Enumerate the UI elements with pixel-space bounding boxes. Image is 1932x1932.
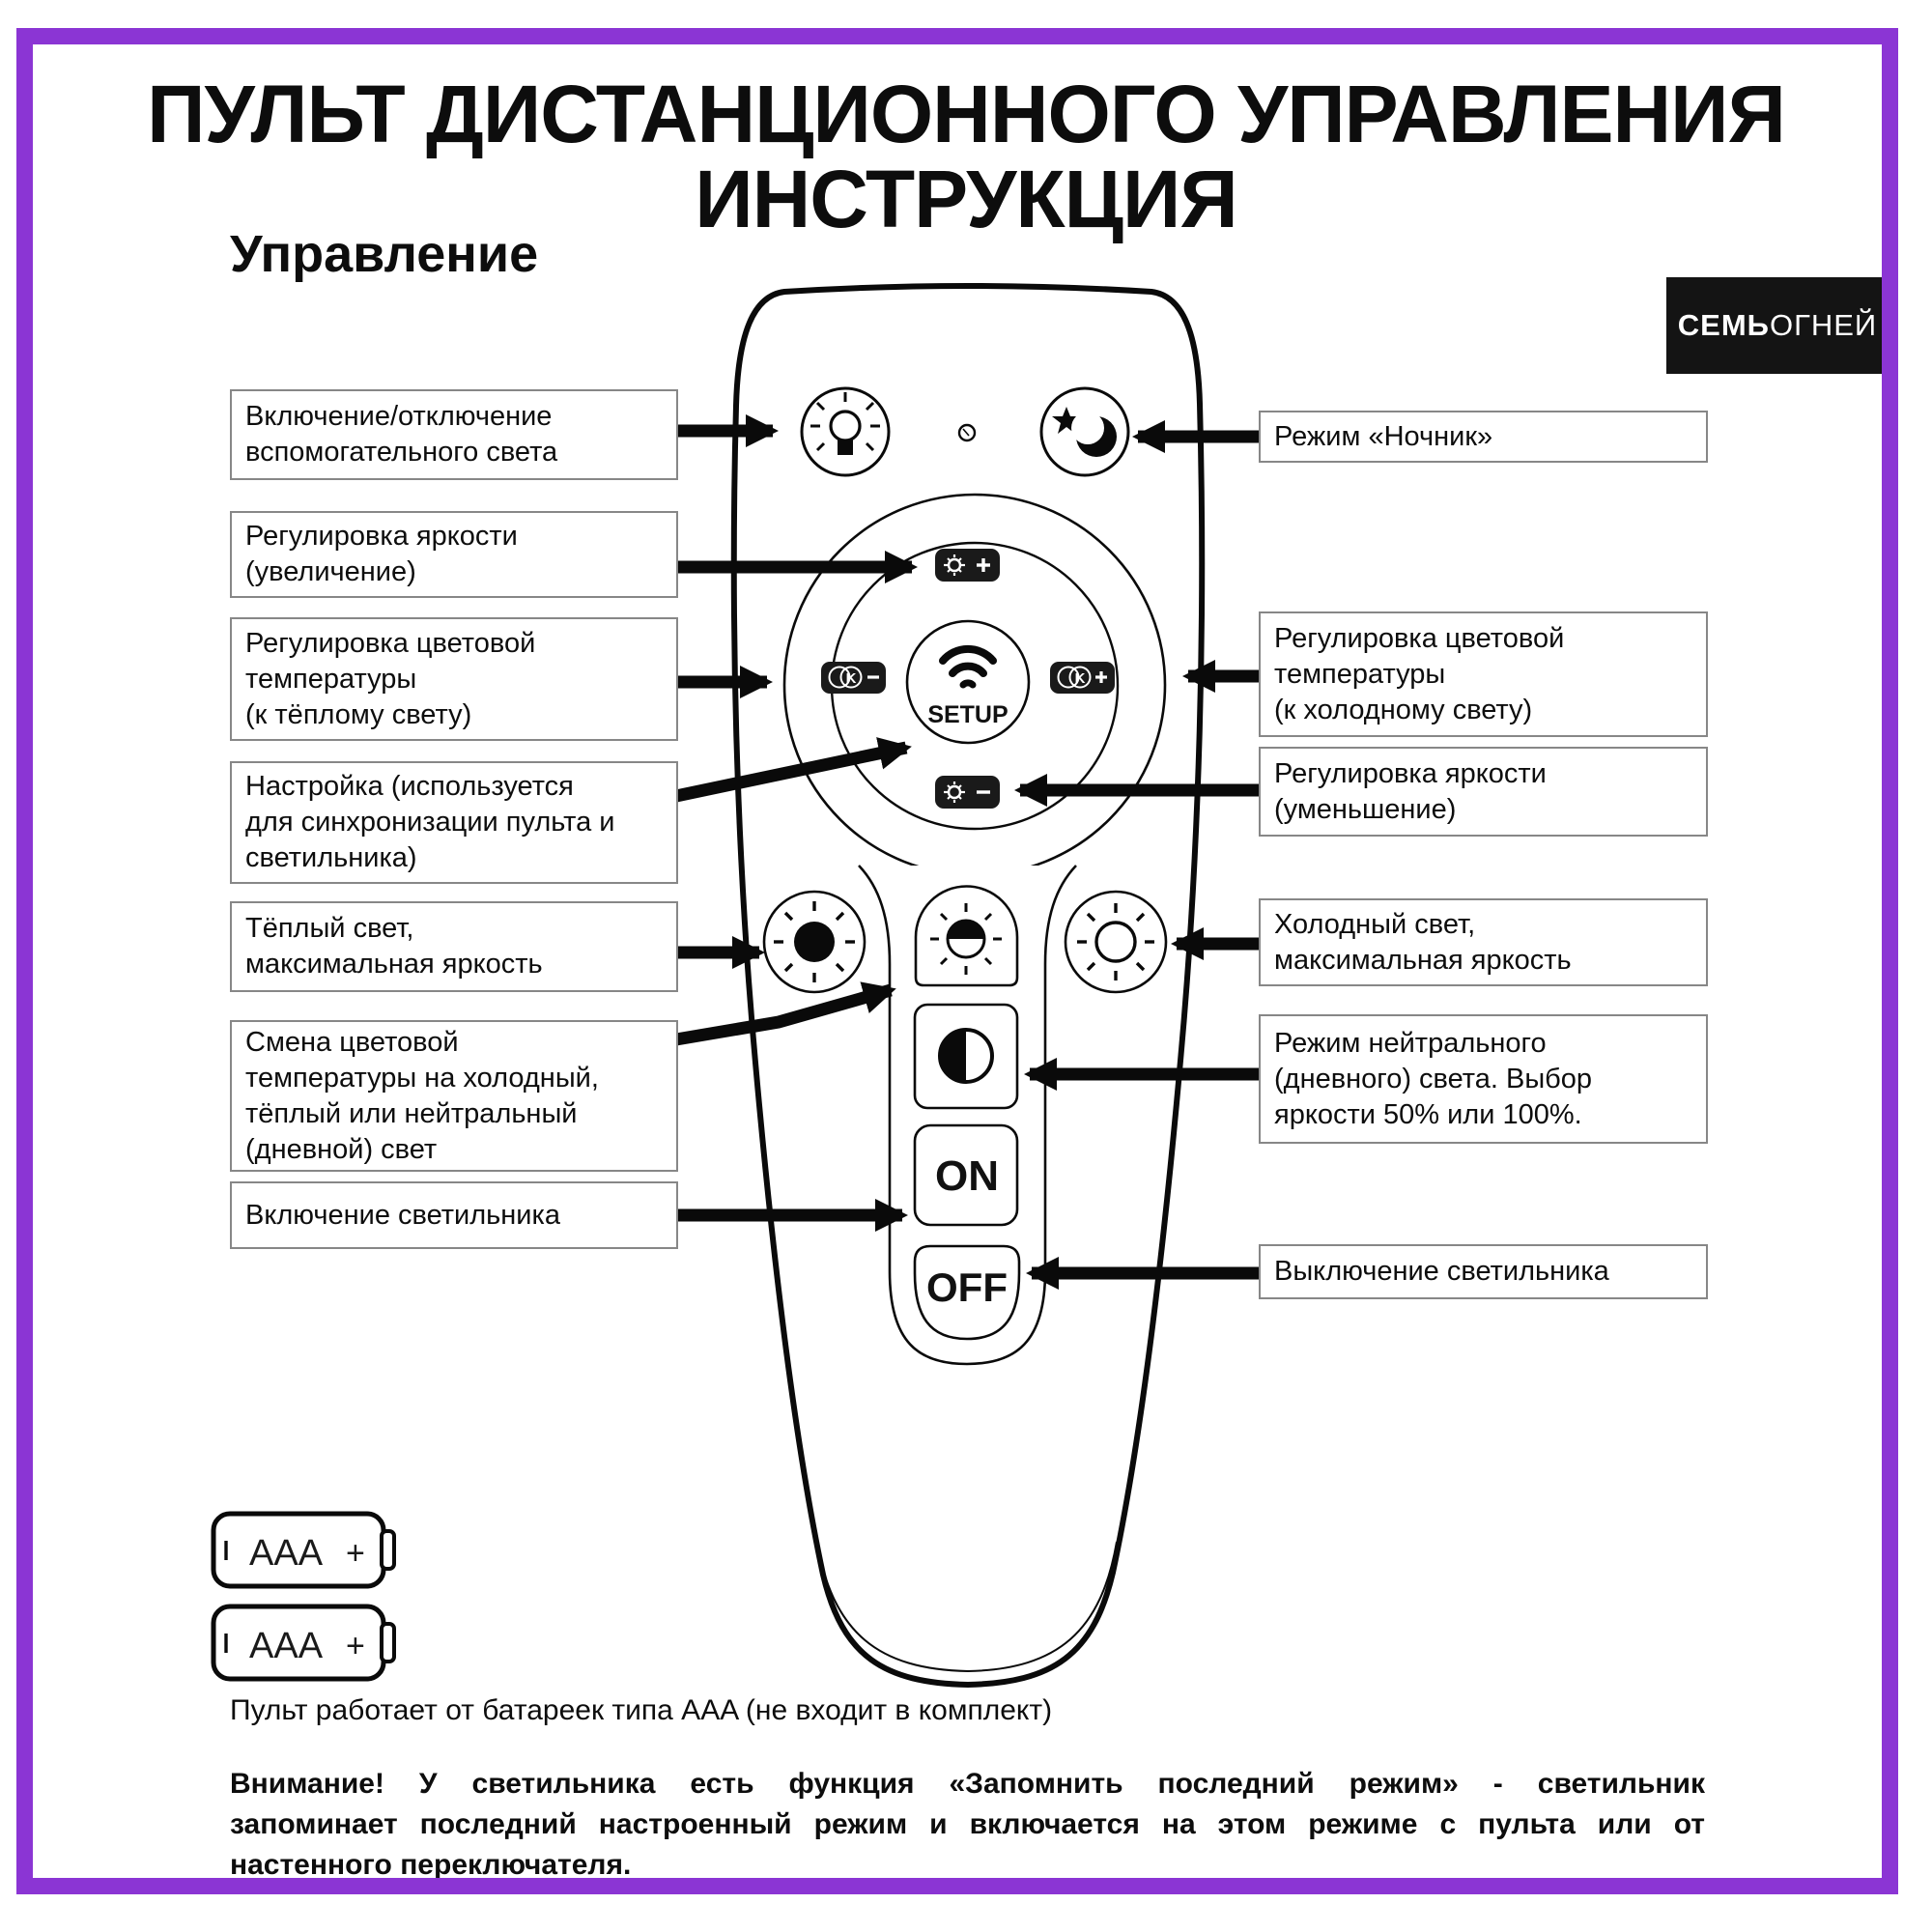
cct-warm-button[interactable]: K bbox=[821, 662, 886, 694]
cct-minus-icon: K bbox=[828, 666, 879, 689]
label-aux-light: Включение/отключение вспомогательного св… bbox=[230, 389, 678, 480]
plus-terminal-mark: + bbox=[346, 1535, 365, 1572]
cct-cold-button[interactable]: K bbox=[1050, 662, 1115, 694]
battery-icon: AAA + bbox=[211, 1604, 396, 1682]
svg-text:K: K bbox=[846, 670, 857, 687]
callout-arrows-left bbox=[674, 414, 918, 1232]
body-accent-line bbox=[816, 1541, 1118, 1673]
label-power-on: Включение светильника bbox=[230, 1181, 678, 1249]
star-moon-icon bbox=[1052, 407, 1117, 457]
brightness-down-button[interactable] bbox=[935, 776, 1000, 809]
on-label: ON bbox=[935, 1152, 999, 1200]
brightness-up-button[interactable] bbox=[935, 549, 1000, 582]
label-power-off: Выключение светильника bbox=[1259, 1244, 1708, 1299]
cct-plus-icon: K bbox=[1057, 666, 1107, 689]
sun-minus-icon bbox=[944, 781, 990, 803]
power-off-button[interactable]: OFF bbox=[913, 1244, 1021, 1341]
label-mode-cycle: Смена цветовой температуры на холодный, … bbox=[230, 1020, 678, 1172]
brand-logo-light: ОГНЕЙ bbox=[1769, 308, 1878, 342]
label-brightness-up: Регулировка яркости (увеличение) bbox=[230, 511, 678, 598]
label-cold-max: Холодный свет, максимальная яркость bbox=[1259, 898, 1708, 986]
lamp-icon bbox=[810, 392, 880, 455]
plus-terminal-mark: + bbox=[346, 1628, 365, 1664]
sun-plus-icon bbox=[944, 554, 990, 576]
battery-icon: AAA + bbox=[211, 1511, 396, 1589]
wifi-icon bbox=[939, 644, 997, 689]
label-cct-cold: Регулировка цветовой температуры (к холо… bbox=[1259, 611, 1708, 737]
page-title-line1: ПУЛЬТ ДИСТАНЦИОННОГО УПРАВЛЕНИЯ bbox=[147, 69, 1786, 159]
neutral-mode-button[interactable] bbox=[913, 1003, 1019, 1110]
sun-filled-icon bbox=[774, 901, 855, 982]
section-heading: Управление bbox=[230, 225, 539, 283]
off-label: OFF bbox=[926, 1264, 1008, 1310]
label-night-mode: Режим «Ночник» bbox=[1259, 411, 1708, 463]
night-mode-button[interactable] bbox=[1039, 386, 1130, 477]
power-on-button[interactable]: ON bbox=[913, 1123, 1019, 1227]
warning-line: Внимание! У светильника есть функция «За… bbox=[230, 1768, 1705, 1800]
callout-arrows-right bbox=[1014, 420, 1261, 1290]
page-title: ПУЛЬТ ДИСТАНЦИОННОГО УПРАВЛЕНИЯ ИНСТРУКЦ… bbox=[0, 71, 1932, 242]
sun-half-icon bbox=[930, 903, 1002, 975]
svg-text:K: K bbox=[1075, 670, 1086, 687]
brand-logo-bold: СЕМЬ bbox=[1677, 308, 1770, 342]
sun-outline-icon bbox=[1077, 903, 1154, 980]
aux-light-button[interactable] bbox=[800, 386, 891, 477]
center-column bbox=[858, 865, 1077, 1366]
label-cct-warm: Регулировка цветовой температуры (к тёпл… bbox=[230, 617, 678, 741]
cold-max-button[interactable] bbox=[1064, 890, 1168, 994]
label-neutral-mode: Режим нейтрального (дневного) света. Выб… bbox=[1259, 1014, 1708, 1144]
label-brightness-down: Регулировка яркости (уменьшение) bbox=[1259, 747, 1708, 837]
contrast-circle-icon bbox=[938, 1028, 994, 1084]
warning-line: настенного переключателя. bbox=[230, 1849, 632, 1881]
page-title-line2: ИНСТРУКЦИЯ bbox=[695, 154, 1237, 244]
battery-type-label: AAA bbox=[249, 1533, 324, 1574]
label-setup: Настройка (используется для синхронизаци… bbox=[230, 761, 678, 884]
warm-max-button[interactable] bbox=[762, 890, 867, 994]
battery-note: Пульт работает от батареек типа AAA (не … bbox=[230, 1694, 1053, 1726]
warning-line: запоминает последний настроенный режим и… bbox=[230, 1808, 1705, 1840]
battery-type-label: AAA bbox=[249, 1626, 324, 1666]
led-indicator bbox=[957, 423, 977, 442]
setup-button[interactable]: SETUP bbox=[905, 619, 1031, 745]
label-warm-max: Тёплый свет, максимальная яркость bbox=[230, 901, 678, 992]
warning-paragraph: Внимание! У светильника есть функция «За… bbox=[230, 1764, 1705, 1886]
mode-cycle-button[interactable] bbox=[914, 885, 1019, 987]
setup-label: SETUP bbox=[927, 701, 1008, 728]
